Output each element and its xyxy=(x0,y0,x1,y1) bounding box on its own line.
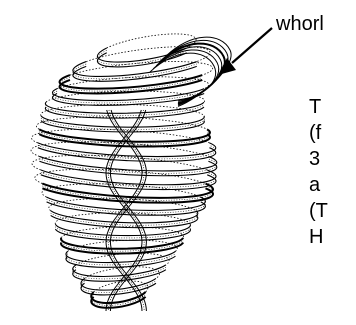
caption-line-4: a xyxy=(309,172,320,198)
coil-turn-back xyxy=(32,155,207,170)
coil-turn-front xyxy=(73,267,166,279)
caption-line-6: H xyxy=(309,224,323,250)
coil-turn-front xyxy=(73,66,197,81)
whorl-label: whorl xyxy=(276,12,324,36)
coil-turn-back xyxy=(107,34,196,48)
arrow-shaft xyxy=(232,28,272,63)
coil-turn-back xyxy=(35,169,206,183)
caption-line-1: T xyxy=(309,94,321,120)
coil-turn-front xyxy=(38,145,216,159)
caption-line-3: 3 xyxy=(309,146,320,172)
coil-turn-front xyxy=(39,156,216,171)
caption-line-2: (f xyxy=(309,120,321,146)
coil-turn-front xyxy=(73,62,197,77)
coil-turn-front xyxy=(55,229,190,240)
caption-line-5: (T xyxy=(309,198,328,224)
coil-turn-front xyxy=(66,254,175,265)
